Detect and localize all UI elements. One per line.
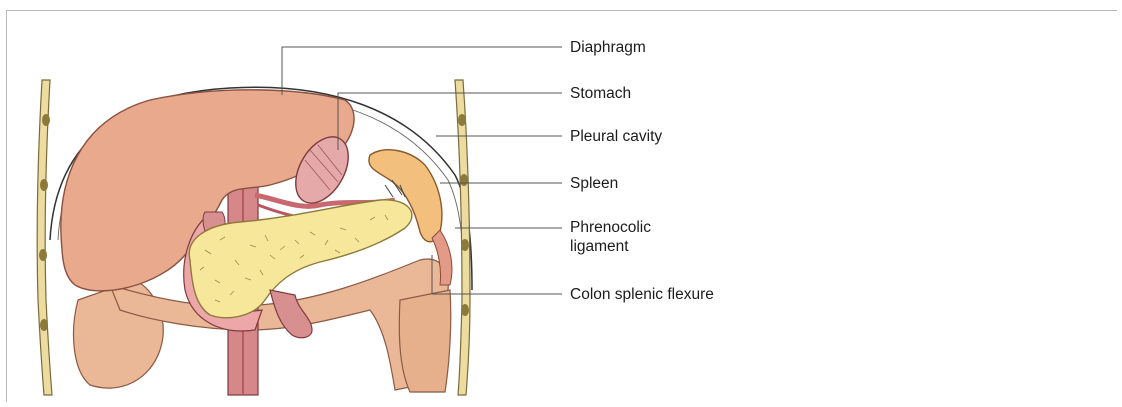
label-colon-splenic-flexure: Colon splenic flexure: [570, 285, 714, 304]
right-rib: [455, 80, 470, 395]
colon-descending: [399, 290, 450, 392]
leader-stomach: [338, 93, 562, 150]
leader-diaphragm: [282, 47, 562, 95]
label-diaphragm: Diaphragm: [570, 38, 646, 57]
label-phrenocolic-line1: Phrenocolic: [570, 218, 651, 237]
label-phrenocolic-line2: ligament: [570, 237, 651, 256]
label-spleen: Spleen: [570, 174, 618, 193]
label-phrenocolic-ligament: Phrenocolic ligament: [570, 218, 651, 256]
label-pleural-cavity: Pleural cavity: [570, 127, 662, 146]
label-stomach: Stomach: [570, 84, 631, 103]
